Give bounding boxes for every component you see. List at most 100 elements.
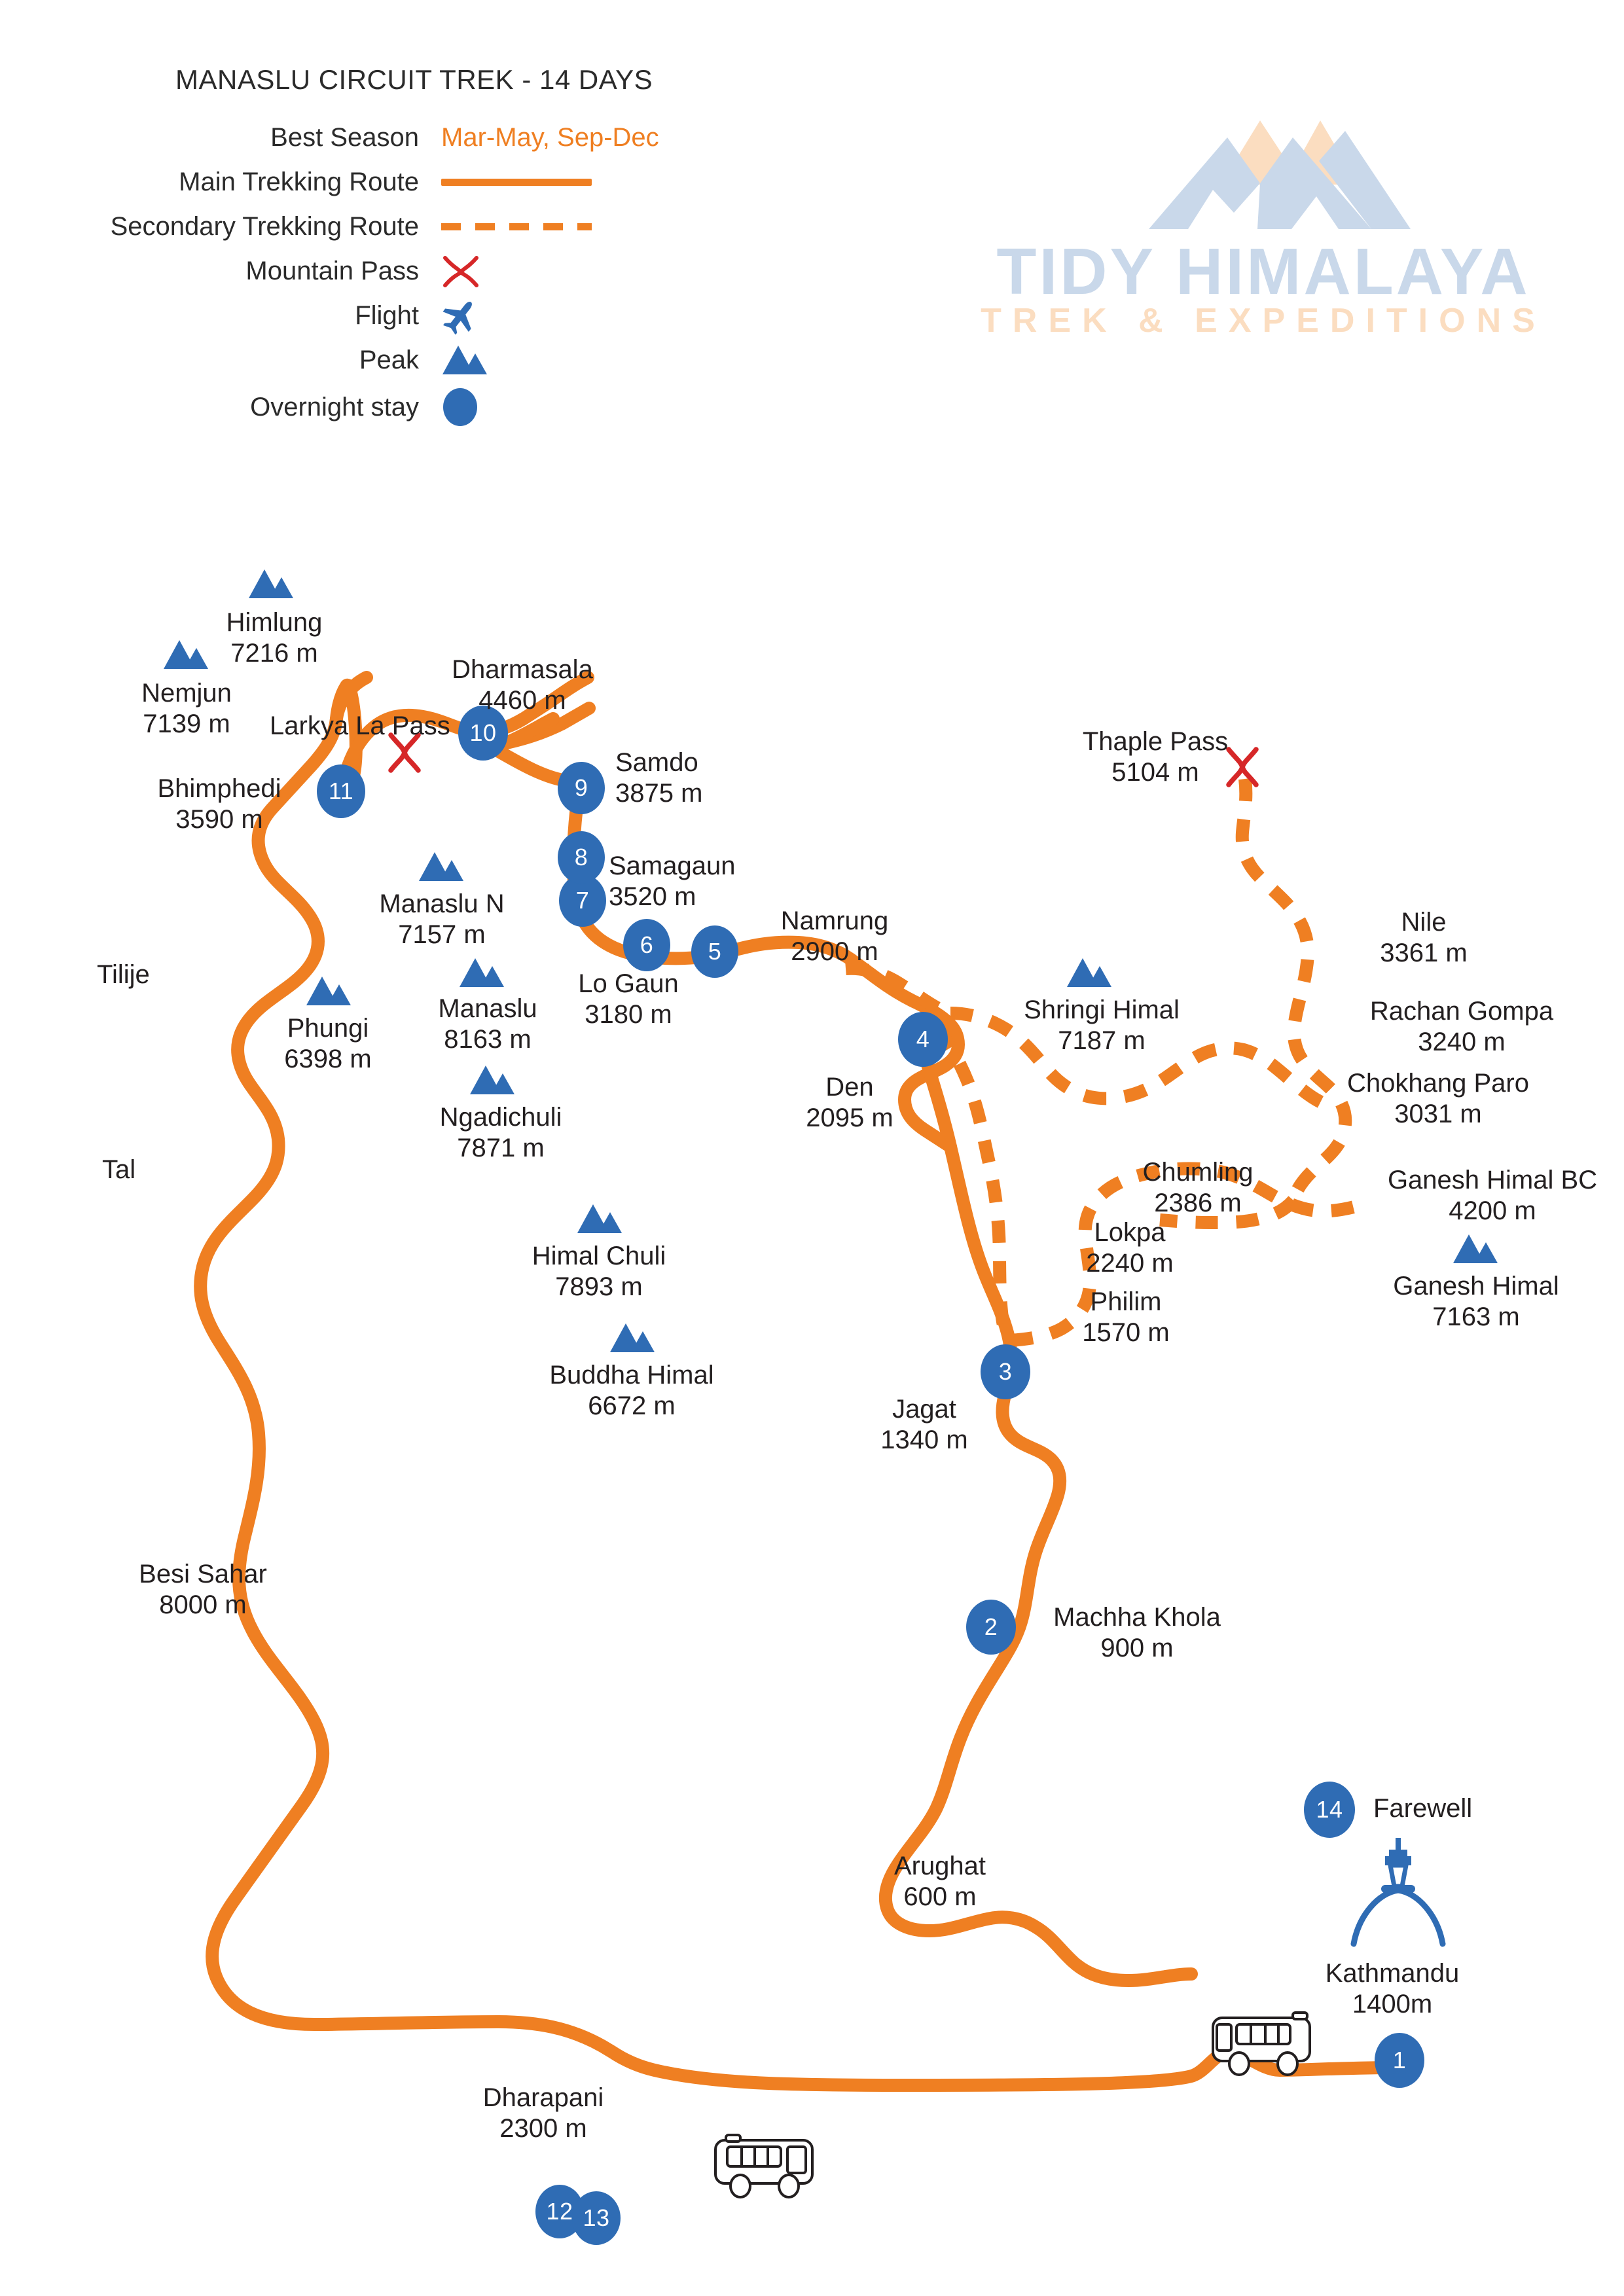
label-nemjun: Nemjun 7139 m (141, 679, 232, 739)
overnight-dot-icon (443, 388, 477, 426)
legend-row-peak: Peak (0, 343, 598, 377)
label-samdo: Samdo 3875 m (615, 748, 703, 808)
peak-icon-manaslu-n (419, 852, 463, 881)
label-thaple-pass: Thaple Pass 5104 m (1082, 727, 1229, 787)
label-himlung: Himlung 7216 m (226, 608, 323, 668)
label-samagaun: Samagaun 3520 m (609, 852, 736, 912)
label-lokpa: Lokpa 2240 m (1086, 1218, 1174, 1278)
map-title: MANASLU CIRCUIT TREK - 14 DAYS (175, 64, 653, 95)
label-jagat: Jagat 1340 m (880, 1395, 968, 1455)
secondary-route-namrung-offshoot (845, 961, 941, 1014)
day-marker-13[interactable]: 13 (572, 2191, 621, 2245)
legend-symbol-best-season: Mar-May, Sep-Dec (441, 123, 659, 152)
map-peak-icons (164, 569, 1498, 1352)
label-manaslu: Manaslu 8163 m (438, 994, 537, 1054)
day-marker-6[interactable]: 6 (623, 919, 670, 971)
larkya-la-pass-icon (388, 732, 421, 773)
peak-icon-buddha-himal (610, 1323, 655, 1352)
peak-icon-ganesh-himal (1453, 1234, 1498, 1263)
day-marker-2[interactable]: 2 (966, 1600, 1016, 1655)
day-marker-3[interactable]: 3 (981, 1344, 1030, 1399)
day-marker-9[interactable]: 9 (558, 762, 605, 814)
label-machha-khola: Machha Khola 900 m (1053, 1603, 1221, 1663)
main-route-south-section (878, 1386, 1198, 1987)
label-nile: Nile 3361 m (1380, 908, 1468, 968)
legend-symbol-secondary-route (441, 223, 598, 230)
day-marker-10[interactable]: 10 (458, 706, 508, 761)
solid-line-icon (441, 178, 592, 186)
secondary-route-den-to-philim (933, 1025, 1016, 1346)
peak-icon-shringi-himal (1067, 958, 1111, 987)
bus-icon-right (1212, 2011, 1311, 2076)
peak-icon-himlung (249, 569, 293, 598)
logo-tagline: TREK & EXPEDITIONS (981, 302, 1546, 340)
label-rachan-gompa: Rachan Gompa 3240 m (1369, 997, 1554, 1057)
peak-icon-ngadichuli (470, 1066, 514, 1094)
label-buddha-himal: Buddha Himal 6672 m (549, 1361, 714, 1421)
label-phungi: Phungi 6398 m (284, 1014, 372, 1074)
legend-symbol-mountain-pass (441, 253, 598, 289)
label-ganesh-himal-bc: Ganesh Himal BC 4200 m (1387, 1166, 1598, 1226)
bus-icon-left (714, 2134, 814, 2198)
legend-symbol-flight (441, 296, 598, 334)
day-marker-4[interactable]: 4 (898, 1012, 948, 1067)
day-marker-5[interactable]: 5 (691, 925, 738, 978)
main-route-bhimphedi-dharmasala (334, 671, 594, 805)
label-manaslu-n: Manaslu N 7157 m (379, 889, 505, 950)
label-lo-gaun: Lo Gaun 3180 m (578, 969, 679, 1030)
peak-icon-nemjun (164, 640, 208, 669)
main-trekking-route (194, 712, 1405, 2092)
label-tal: Tal (102, 1155, 136, 1184)
label-shringi-himal: Shringi Himal 7187 m (1024, 996, 1180, 1056)
label-ngadichuli: Ngadichuli 7871 m (439, 1103, 562, 1163)
label-ganesh-himal: Ganesh Himal 7163 m (1393, 1272, 1559, 1332)
day-marker-11[interactable]: 11 (317, 764, 365, 818)
label-besi-sahar: Besi Sahar 8000 m (139, 1560, 267, 1620)
label-arughat: Arughat 600 m (893, 1852, 986, 1912)
peak-icon (442, 346, 487, 374)
secondary-route-thaple-to-chokhang (1235, 778, 1352, 1202)
thaple-pass-icon (1226, 747, 1259, 787)
legend-label-secondary-route: Secondary Trekking Route (110, 211, 419, 241)
legend-label-flight: Flight (355, 300, 419, 330)
peak-icon-manaslu (460, 958, 504, 987)
best-season-value: Mar-May, Sep-Dec (441, 122, 659, 152)
legend-symbol-peak (441, 344, 598, 376)
label-chokhang-paro: Chokhang Paro 3031 m (1347, 1069, 1529, 1129)
label-den: Den 2095 m (806, 1073, 893, 1133)
day-marker-14[interactable]: 14 (1304, 1782, 1355, 1838)
secondary-route-upper-loop (950, 1007, 1324, 1108)
legend-row-main-route: Main Trekking Route (0, 165, 598, 199)
day-marker-8[interactable]: 8 (558, 831, 605, 884)
legend-symbol-main-route (441, 178, 598, 186)
legend-label-best-season: Best Season (270, 122, 419, 152)
label-philim: Philim 1570 m (1082, 1287, 1170, 1348)
label-namrung: Namrung 2900 m (780, 906, 889, 967)
label-kathmandu: Kathmandu 1400m (1325, 1959, 1460, 2019)
label-tilije: Tilije (97, 960, 150, 989)
logo-name: TIDY HIMALAYA (996, 235, 1530, 308)
plane-icon (442, 301, 472, 334)
secondary-trekking-routes (845, 778, 1366, 1347)
legend-row-overnight: Overnight stay (0, 388, 598, 426)
map-pass-icons (388, 732, 1259, 787)
legend-row-mountain-pass: Mountain Pass (0, 254, 598, 288)
day-marker-1[interactable]: 1 (1375, 2033, 1424, 2088)
legend-row-secondary-route: Secondary Trekking Route (0, 209, 598, 243)
legend-label-main-route: Main Trekking Route (179, 167, 419, 196)
mountain-pass-icon (443, 256, 478, 287)
label-himal-chuli: Himal Chuli 7893 m (532, 1242, 666, 1302)
peak-icon-phungi (306, 977, 351, 1005)
label-dharapani: Dharapani 2300 m (482, 2083, 604, 2144)
legend-label-overnight: Overnight stay (250, 392, 419, 422)
legend-row-flight: Flight (0, 296, 598, 334)
label-farewell: Farewell (1373, 1794, 1473, 1823)
legend-label-peak: Peak (359, 345, 419, 374)
peak-icon-himal-chuli (577, 1204, 622, 1233)
label-chumling: Chumling 2386 m (1142, 1158, 1254, 1218)
label-larkya-la-pass: Larkya La Pass (270, 711, 450, 740)
secondary-route-to-ganesh-bc (1159, 1196, 1299, 1230)
legend-row-best-season: Best Season Mar-May, Sep-Dec (0, 120, 659, 154)
